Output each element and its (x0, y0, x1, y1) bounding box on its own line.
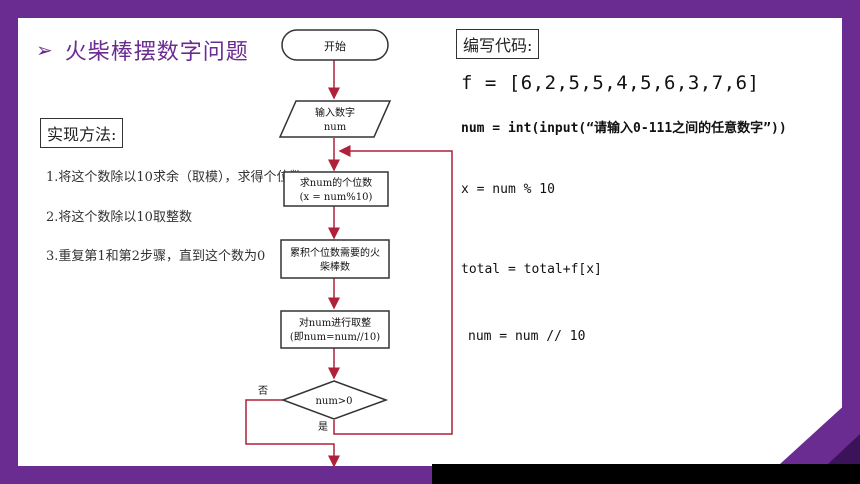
title-bullet-icon: ➢ (36, 38, 53, 62)
flow-step3-text-1: 对num进行取整 (299, 316, 371, 329)
connector-no-exit (245, 399, 340, 468)
flow-step1-text-2: (x = num%10) (300, 192, 373, 203)
flow-decision-diamond (280, 380, 389, 420)
flow-step-units-digit (283, 171, 389, 207)
flow-step1-text-1: 求num的个位数 (300, 176, 372, 189)
flow-step2-text-1: 累积个位数需要的火 (290, 246, 380, 259)
right-bottom-bar (432, 464, 860, 484)
code-line-floordiv: num = num // 10 (468, 329, 586, 344)
step-item-3: 3.重复第1和第2步骤，直到这个数为0 (46, 249, 266, 264)
step-item-2: 2.将这个数除以10取整数 (46, 210, 192, 225)
code-line-f: f = [6,2,5,5,4,5,6,3,7,6] (461, 72, 760, 94)
flow-input-text-1: 输入数字 (315, 106, 355, 119)
flow-step2-text-2: 柴棒数 (320, 260, 350, 273)
code-line-input: num = int(input(“请输入0-111之间的任意数字”)) (461, 121, 787, 136)
code-line-mod: x = num % 10 (461, 182, 555, 197)
corner-accent-shape (780, 402, 860, 464)
right-panel (432, 18, 842, 464)
flow-step3-text-2: (即num=num//10) (290, 331, 380, 343)
step-item-1: 1.将这个数除以10求余（取模），求得个位数 (46, 170, 303, 185)
slide-title: ➢ 火柴棒摆数字问题 (36, 34, 249, 66)
code-line-total: total = total+f[x] (461, 262, 602, 277)
flow-input-parallelogram (278, 100, 392, 138)
title-text: 火柴棒摆数字问题 (64, 40, 249, 65)
flow-no-label: 否 (258, 385, 268, 397)
method-label: 实现方法: (40, 118, 124, 148)
flow-step-floor-divide (280, 310, 390, 349)
flow-input-text-2: num (324, 122, 347, 133)
flow-yes-label: 是 (318, 421, 328, 433)
connector-yes-loop (333, 145, 453, 435)
top-frame (0, 0, 860, 18)
right-edge-frame (842, 18, 860, 464)
flow-step-accumulate (280, 239, 390, 279)
flow-start-text: 开始 (324, 39, 346, 53)
code-label: 编写代码: (456, 29, 540, 59)
flow-decision-text: num>0 (315, 396, 352, 407)
flow-start-terminal (281, 29, 389, 61)
